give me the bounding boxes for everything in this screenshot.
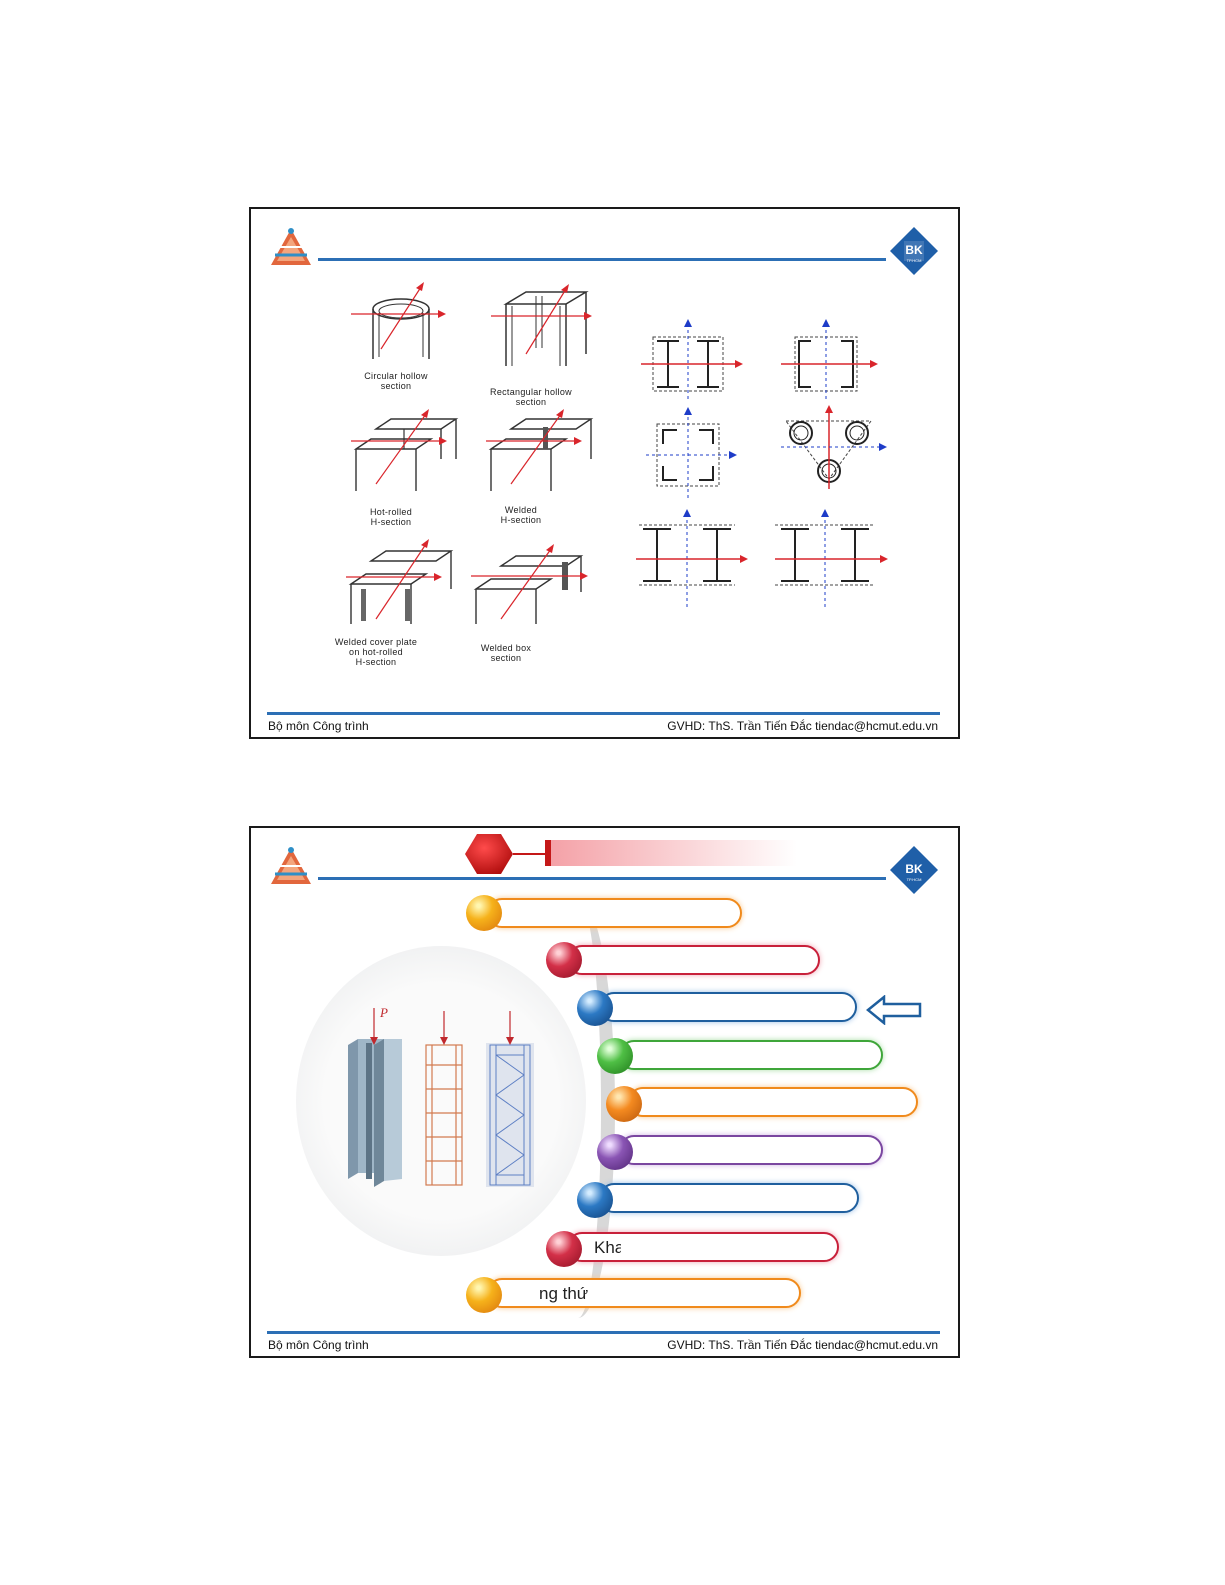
section-title-banner xyxy=(465,834,797,874)
rectangular-hollow-section-figure xyxy=(491,284,592,366)
bullet-red-icon xyxy=(546,1231,582,1267)
bullet-orange-icon xyxy=(606,1086,642,1122)
bullet-blue-icon xyxy=(577,990,613,1026)
menu-item-2[interactable] xyxy=(567,945,820,975)
svg-text:TP.HCM: TP.HCM xyxy=(907,258,922,263)
column-types-figure: P xyxy=(348,1005,534,1187)
bullet-purple-icon xyxy=(597,1134,633,1170)
slide-2: BK TP.HCM P xyxy=(249,826,960,1358)
footer-rule xyxy=(267,1331,940,1334)
svg-text:BK: BK xyxy=(905,862,923,876)
bullet-red-icon xyxy=(546,942,582,978)
menu-item-1[interactable] xyxy=(487,898,742,928)
university-logo-icon xyxy=(271,228,311,265)
load-label: P xyxy=(379,1005,388,1020)
bk-logo-icon: BK TP.HCM xyxy=(890,227,938,275)
bullet-blue-icon xyxy=(577,1182,613,1218)
footer-instructor: GVHD: ThS. Trần Tiến Đắc tiendac@hcmut.e… xyxy=(667,1338,938,1352)
welded-box-section-figure xyxy=(471,544,588,624)
bullet-orange-icon xyxy=(466,895,502,931)
menu-item-6[interactable] xyxy=(619,1135,883,1165)
bullet-green-icon xyxy=(597,1038,633,1074)
welded-cover-plate-figure xyxy=(346,539,454,624)
bullet-orange-icon xyxy=(466,1277,502,1313)
menu-item-8-text: Kha xyxy=(594,1238,625,1257)
svg-text:TP.HCM: TP.HCM xyxy=(907,877,922,882)
menu-item-3-active[interactable] xyxy=(599,992,857,1022)
footer-rule xyxy=(267,712,940,715)
footer-department: Bộ môn Công trình xyxy=(268,719,369,733)
footer-department: Bộ môn Công trình xyxy=(268,1338,369,1352)
header-rule xyxy=(318,877,886,880)
menu-item-5[interactable] xyxy=(628,1087,918,1117)
built-up-sections-figure xyxy=(636,319,888,609)
masked-text-region xyxy=(621,1236,801,1258)
bk-logo-icon: BK TP.HCM xyxy=(890,846,938,894)
circular-hollow-section-figure xyxy=(351,282,446,359)
menu-item-7[interactable] xyxy=(599,1183,859,1213)
illustration-circle xyxy=(296,946,586,1256)
current-item-arrow-icon xyxy=(866,995,922,1025)
menu-item-9-text: ng thứ xyxy=(539,1284,589,1303)
footer-instructor: GVHD: ThS. Trần Tiến Đắc tiendac@hcmut.e… xyxy=(667,719,938,733)
menu-item-9[interactable] xyxy=(487,1278,801,1308)
welded-h-section-figure xyxy=(486,409,594,491)
hot-rolled-h-section-figure xyxy=(351,409,459,491)
header-rule xyxy=(318,258,886,261)
university-logo-icon xyxy=(271,847,311,884)
svg-text:BK: BK xyxy=(905,243,923,257)
menu-item-4[interactable] xyxy=(619,1040,883,1070)
